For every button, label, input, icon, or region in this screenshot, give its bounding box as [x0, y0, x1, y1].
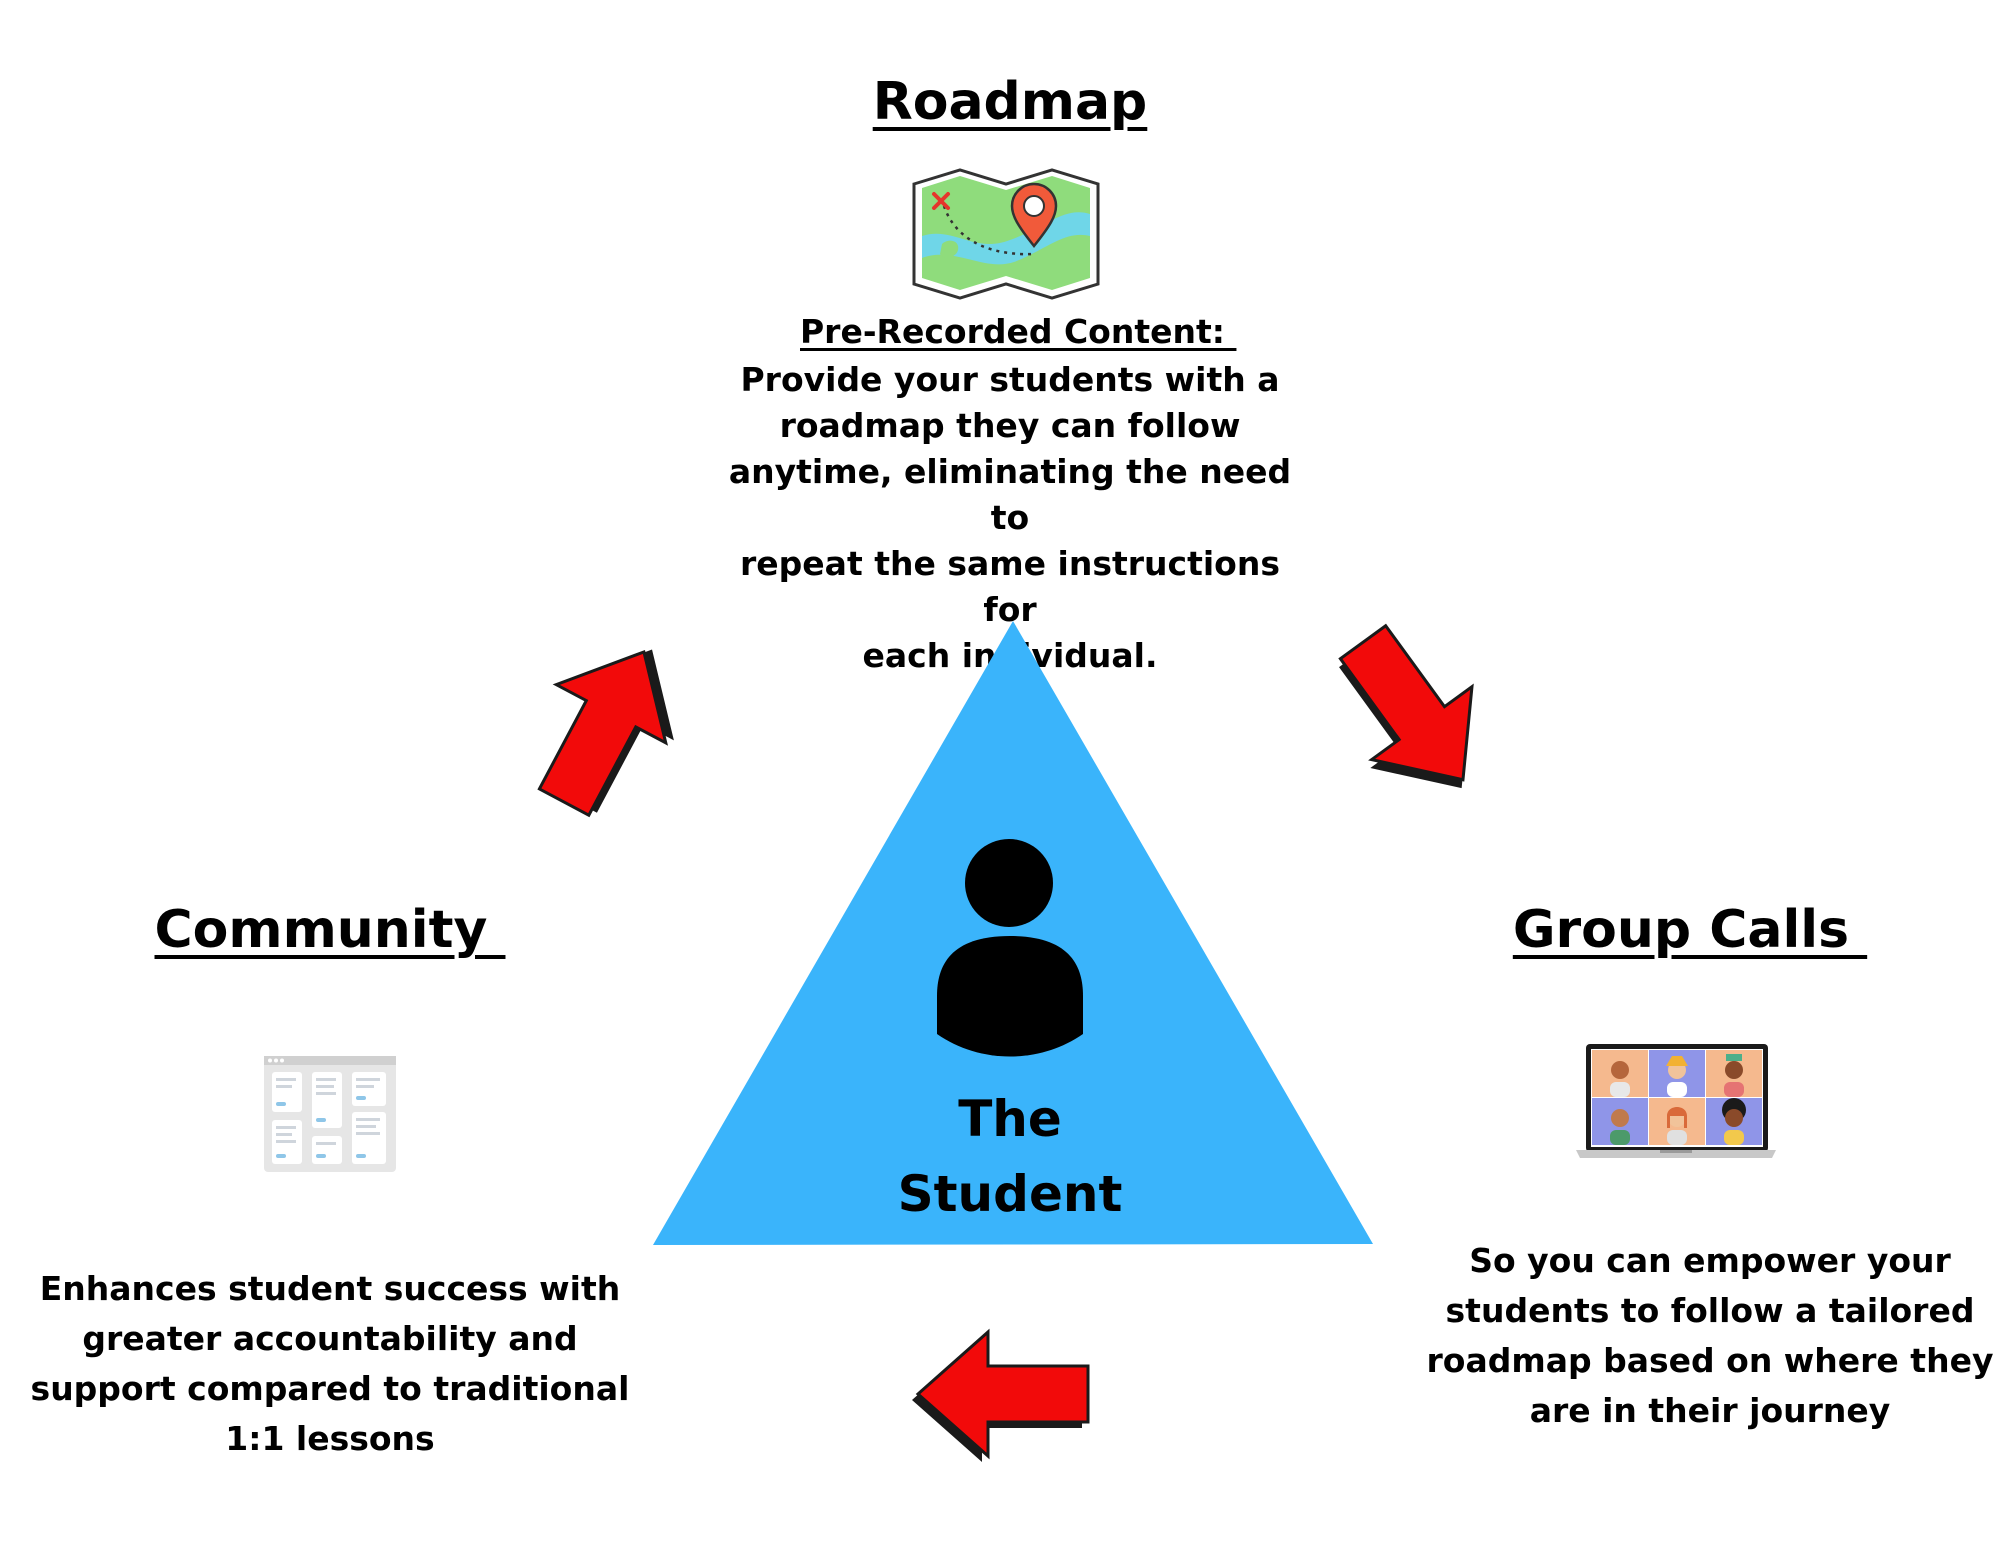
person-icon: [937, 839, 1083, 1057]
board-icon: [264, 1056, 396, 1172]
student-label-line: Student: [897, 1165, 1123, 1223]
roadmap-title: Roadmap: [872, 72, 1148, 132]
triangle-shape: [653, 621, 1373, 1245]
group-calls-line: students to follow a tailored: [1445, 1291, 1975, 1330]
group-calls-line: So you can empower your: [1469, 1241, 1951, 1280]
community-line: 1:1 lessons: [225, 1419, 435, 1458]
roadmap-line: repeat the same instructions for: [740, 544, 1280, 629]
group-calls-line: are in their journey: [1529, 1391, 1891, 1430]
group-calls-line: roadmap based on where they: [1426, 1341, 1994, 1380]
community-title: Community: [154, 900, 506, 960]
group-calls-title: Group Calls: [1512, 900, 1868, 960]
map-icon: [912, 168, 1100, 300]
arrow-to-community-icon: [912, 1330, 1090, 1462]
arrow-to-roadmap-icon: [507, 620, 707, 833]
community-line: Enhances student success with: [39, 1269, 621, 1308]
arrow-to-group-calls-icon: [1311, 604, 1515, 825]
group-calls-description: So you can empower your students to foll…: [1410, 1236, 2000, 1436]
roadmap-line: roadmap they can follow: [779, 406, 1241, 445]
student-label: The Student: [860, 1082, 1160, 1232]
roadmap-line: anytime, eliminating the need to: [728, 452, 1292, 537]
roadmap-subtitle: Pre-Recorded Content:: [800, 312, 1237, 351]
video-call-laptop-icon: [1576, 1044, 1776, 1158]
community-line: greater accountability and: [82, 1319, 578, 1358]
roadmap-line: Provide your students with a: [740, 360, 1280, 399]
student-label-line: The: [958, 1090, 1062, 1148]
community-line: support compared to traditional: [30, 1369, 630, 1408]
community-description: Enhances student success with greater ac…: [30, 1264, 630, 1464]
